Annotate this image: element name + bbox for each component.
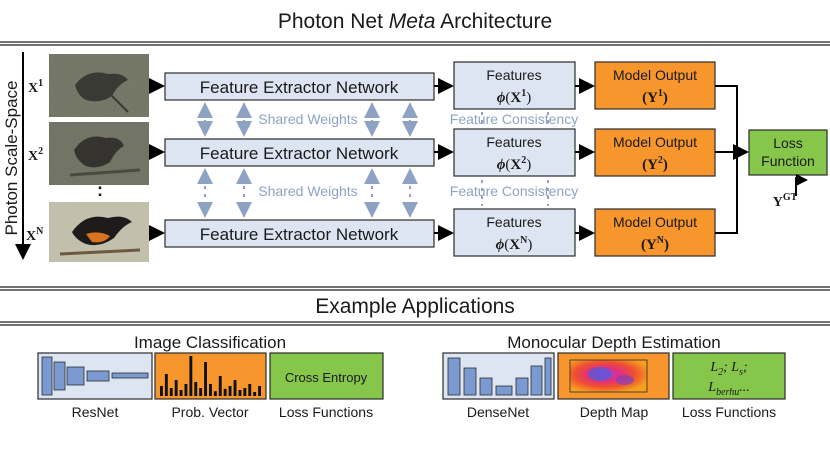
noisy-bird-image-1 bbox=[49, 54, 149, 117]
ellipsis-dots: : bbox=[97, 180, 103, 200]
prob-bar bbox=[213, 391, 217, 396]
svg-text:Function: Function bbox=[761, 153, 815, 169]
prob-bar bbox=[233, 380, 237, 396]
model-output-box-2: Model Output (Y2) bbox=[594, 128, 716, 177]
applications-title: Example Applications bbox=[315, 295, 515, 318]
svg-text:Loss: Loss bbox=[773, 135, 803, 151]
svg-text:Model Output: Model Output bbox=[613, 214, 697, 230]
prob-bar bbox=[258, 386, 261, 396]
feature-consistency-label-2: Feature Consistency bbox=[450, 183, 578, 199]
depth-loss-caption: Loss Functions bbox=[682, 404, 776, 420]
input-label-n: XN bbox=[26, 226, 44, 244]
depth-map-caption: Depth Map bbox=[580, 404, 649, 420]
resnet-box bbox=[37, 352, 153, 400]
svg-text:XN: XN bbox=[26, 226, 44, 244]
svg-text:ϕ(X1): ϕ(X1) bbox=[497, 88, 532, 106]
prob-bar bbox=[160, 386, 163, 396]
svg-text:Feature Extractor Network: Feature Extractor Network bbox=[200, 144, 399, 163]
resnet-caption: ResNet bbox=[72, 404, 119, 420]
svg-text:ϕ(XN): ϕ(XN) bbox=[496, 235, 533, 253]
prob-bar bbox=[223, 388, 227, 396]
densenet-box bbox=[442, 352, 555, 400]
svg-text:Feature Extractor Network: Feature Extractor Network bbox=[200, 225, 399, 244]
prob-bar bbox=[248, 384, 252, 396]
svg-text:Features: Features bbox=[486, 134, 541, 150]
features-box-n: Features ϕ(XN) bbox=[453, 208, 576, 257]
prob-bar bbox=[199, 388, 203, 396]
svg-text:Features: Features bbox=[486, 67, 541, 83]
shared-weights-label-1: Shared Weights bbox=[258, 111, 357, 127]
svg-text:Cross Entropy: Cross Entropy bbox=[285, 370, 368, 385]
shared-weights-links-top bbox=[197, 102, 418, 137]
prob-bar bbox=[204, 362, 207, 396]
shared-weights-label-2: Shared Weights bbox=[258, 183, 357, 199]
noisy-bird-image-2 bbox=[49, 122, 149, 185]
svg-text:(Y1): (Y1) bbox=[642, 88, 668, 106]
cross-entropy-box: Cross Entropy bbox=[269, 352, 384, 400]
prob-bar bbox=[253, 392, 257, 396]
prob-bar bbox=[238, 390, 242, 396]
outputs-to-loss-connector bbox=[715, 85, 749, 234]
prob-vector-box bbox=[154, 352, 267, 400]
prob-bar bbox=[228, 386, 232, 396]
feature-extractor-2: Feature Extractor Network bbox=[164, 138, 435, 167]
ground-truth-label: YGT bbox=[773, 192, 798, 210]
svg-text:Model Output: Model Output bbox=[613, 134, 697, 150]
densenet-caption: DenseNet bbox=[467, 404, 529, 420]
prob-bar bbox=[189, 356, 193, 396]
input-label-1: X1 bbox=[28, 78, 43, 96]
prob-vector-bars bbox=[160, 356, 261, 396]
prob-bar bbox=[174, 380, 178, 396]
svg-text:ϕ(X2): ϕ(X2) bbox=[497, 155, 532, 173]
clean-bird-image bbox=[49, 202, 149, 262]
classification-loss-caption: Loss Functions bbox=[279, 404, 373, 420]
svg-text:Feature Extractor Network: Feature Extractor Network bbox=[200, 78, 399, 97]
svg-text:(Y2): (Y2) bbox=[642, 155, 668, 173]
svg-text:X2: X2 bbox=[28, 146, 43, 164]
model-output-box-n: Model Output (YN) bbox=[594, 208, 716, 257]
svg-text:Model Output: Model Output bbox=[613, 67, 697, 83]
prob-bar bbox=[209, 384, 212, 396]
diagram-title: Photon Net Meta Architecture bbox=[278, 10, 552, 33]
prob-bar bbox=[169, 388, 173, 396]
depth-loss-box: L2; Ls; Lberhu... bbox=[672, 352, 786, 400]
features-box-2: Features ϕ(X2) bbox=[453, 128, 576, 177]
svg-text:L2; Ls;: L2; Ls; bbox=[709, 360, 747, 378]
ground-truth-flag-icon bbox=[796, 174, 808, 186]
classification-title: Image Classification bbox=[134, 333, 286, 352]
prob-bar bbox=[194, 382, 198, 396]
prob-bar bbox=[164, 374, 168, 396]
svg-text:X1: X1 bbox=[28, 78, 43, 96]
feature-extractor-n: Feature Extractor Network bbox=[164, 219, 435, 248]
photon-scale-axis-label: Photon Scale-Space bbox=[2, 81, 21, 236]
prob-bar bbox=[184, 384, 188, 396]
prob-bar bbox=[179, 390, 183, 396]
prob-vector-caption: Prob. Vector bbox=[171, 404, 248, 420]
feature-consistency-links bbox=[481, 112, 549, 206]
feature-extractor-1: Feature Extractor Network bbox=[164, 72, 435, 101]
svg-text:(YN): (YN) bbox=[641, 235, 669, 253]
prob-bar bbox=[243, 388, 247, 396]
depth-title: Monocular Depth Estimation bbox=[507, 333, 721, 352]
loss-function-box: Loss Function bbox=[748, 129, 828, 176]
depth-map-box bbox=[557, 352, 670, 400]
model-output-box-1: Model Output (Y1) bbox=[594, 61, 716, 110]
features-box-1: Features ϕ(X1) bbox=[453, 61, 576, 110]
input-label-2: X2 bbox=[28, 146, 43, 164]
svg-text:Features: Features bbox=[486, 214, 541, 230]
feature-consistency-label-1: Feature Consistency bbox=[450, 111, 578, 127]
svg-text:Lberhu...: Lberhu... bbox=[707, 380, 749, 398]
prob-bar bbox=[218, 376, 222, 396]
